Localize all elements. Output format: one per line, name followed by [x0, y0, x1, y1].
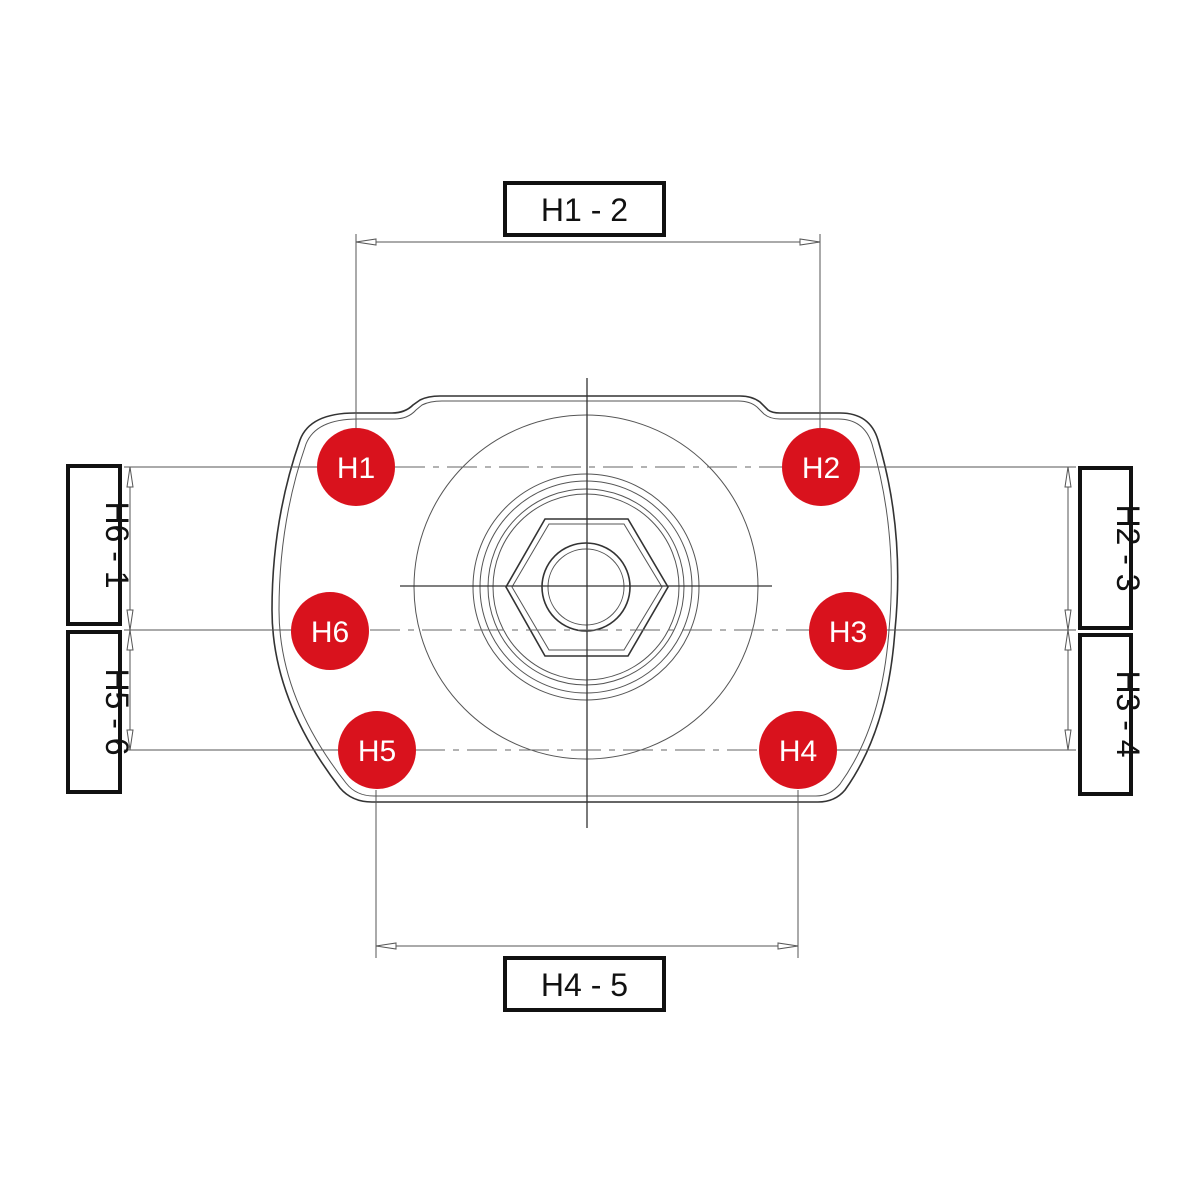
arrow-h4-5-left: [375, 942, 397, 950]
svg-text:H6: H6: [311, 616, 349, 649]
dim-label-h2-3: H2 - 3: [1078, 466, 1146, 630]
svg-text:H4 - 5: H4 - 5: [541, 967, 628, 1003]
svg-text:H2: H2: [802, 452, 840, 485]
dim-label-h1-2: H1 - 2: [503, 181, 666, 237]
svg-text:H1 - 2: H1 - 2: [541, 192, 628, 228]
arrow-h4-5-right: [777, 942, 799, 950]
arrow-h1-2-left: [355, 238, 377, 246]
hex-nut-chamfer: [511, 523, 663, 651]
dim-label-h4-5: H4 - 5: [503, 956, 666, 1012]
hex-nut: [505, 518, 669, 657]
ring-inner-2: [492, 493, 680, 681]
arrow-h2-3-top: [1064, 466, 1072, 488]
arrow-h3-4-top: [1064, 629, 1072, 651]
ring-mid: [479, 480, 693, 694]
svg-text:H3: H3: [829, 616, 867, 649]
arrow-h6-1-bottom: [126, 609, 134, 631]
arrow-h1-2-right: [799, 238, 821, 246]
plate-inner-outline: [278, 400, 892, 797]
hole-marker-h2: H2: [782, 428, 860, 506]
svg-text:H2 - 3: H2 - 3: [1110, 504, 1146, 591]
plate-outline: [271, 395, 899, 803]
arrow-h6-1-top: [126, 466, 134, 488]
hole-marker-h1: H1: [317, 428, 395, 506]
bore-inner: [547, 548, 625, 626]
dim-label-h5-6: H5 - 6: [66, 630, 135, 794]
svg-text:H1: H1: [337, 452, 375, 485]
arrow-h3-4-bottom: [1064, 729, 1072, 751]
arrow-h5-6-bottom: [126, 729, 134, 751]
hole-marker-h6: H6: [291, 592, 369, 670]
ring-inner: [487, 488, 685, 686]
hole-marker-h4: H4: [759, 711, 837, 789]
svg-text:H4: H4: [779, 735, 817, 768]
flange-circle: [413, 414, 759, 760]
arrow-h2-3-bottom: [1064, 609, 1072, 631]
dim-label-h3-4: H3 - 4: [1078, 633, 1146, 796]
bore-outer: [541, 542, 631, 632]
svg-text:H5 - 6: H5 - 6: [99, 668, 135, 755]
hole-marker-h3: H3: [809, 592, 887, 670]
svg-text:H6 - 1: H6 - 1: [99, 501, 135, 588]
ring-outer: [472, 473, 700, 701]
arrow-h5-6-top: [126, 629, 134, 651]
dim-label-h6-1: H6 - 1: [66, 464, 135, 626]
svg-text:H5: H5: [358, 735, 396, 768]
svg-text:H3 - 4: H3 - 4: [1110, 670, 1146, 757]
hole-marker-h5: H5: [338, 711, 416, 789]
